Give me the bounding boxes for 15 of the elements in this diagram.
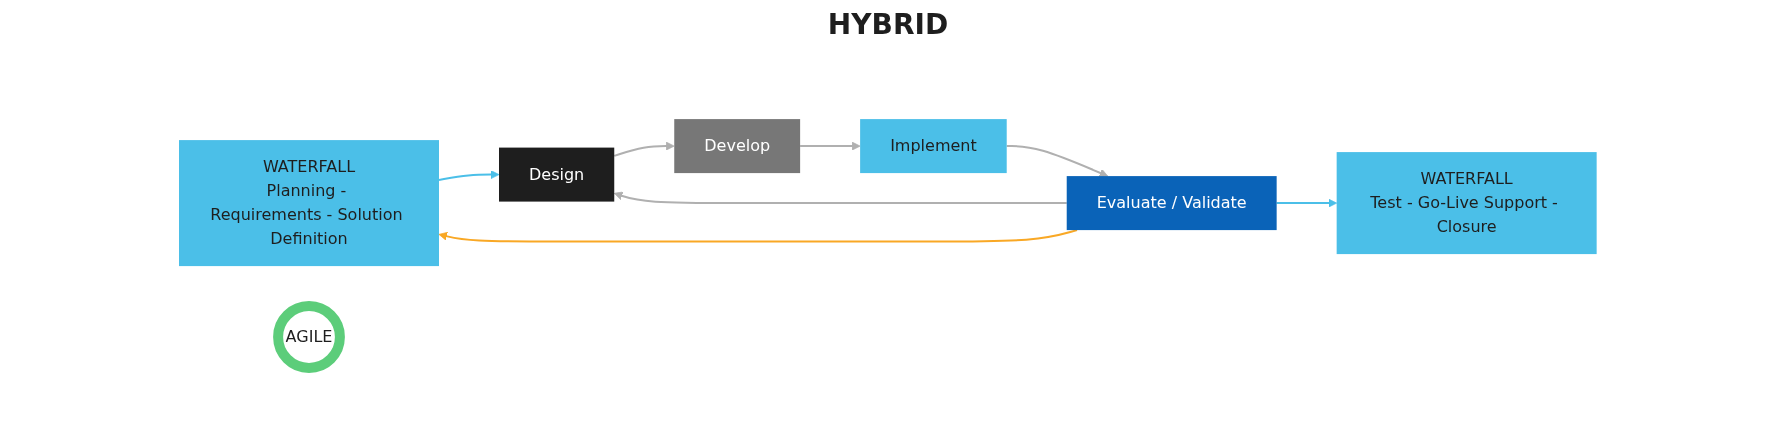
arrow [799, 141, 861, 151]
arrow [438, 229, 1079, 243]
arrow [438, 170, 500, 181]
node-box: Implement [860, 119, 1007, 174]
node-box: WATERFALL Test - Go-Live Support - Closure [1336, 152, 1597, 255]
node-box: Design [499, 147, 615, 202]
node-box: Develop [674, 119, 801, 174]
node-box: WATERFALL Planning - Requirements - Solution Definition [179, 140, 440, 267]
arrow [1275, 198, 1338, 208]
node-circle: AGILE [273, 301, 346, 373]
node-box: Evaluate / Validate [1066, 176, 1277, 231]
arrow [1005, 145, 1109, 178]
arrow [614, 191, 1068, 205]
arrow [613, 141, 675, 157]
diagram-title: HYBRID [827, 8, 949, 41]
